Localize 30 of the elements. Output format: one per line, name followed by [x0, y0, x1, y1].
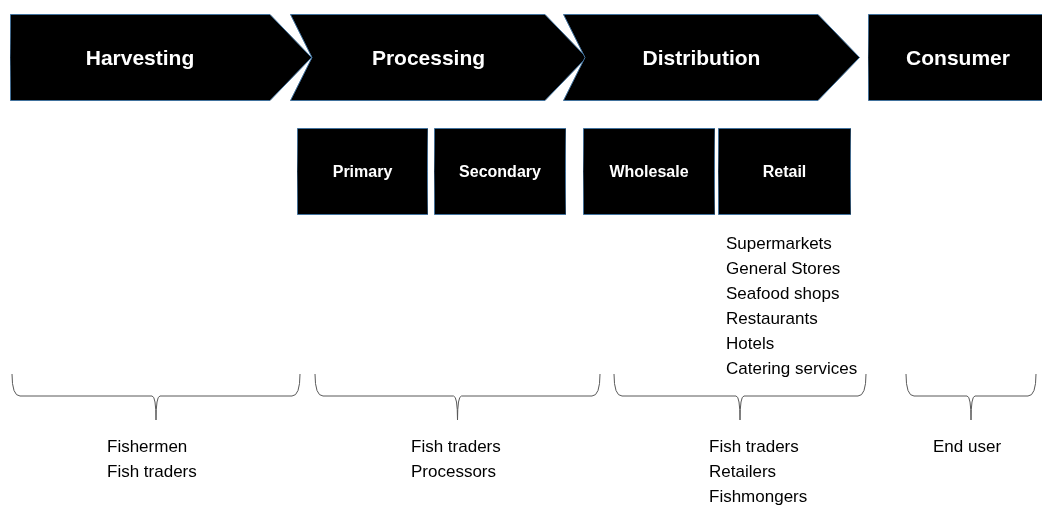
stage-title: Secondary — [459, 161, 541, 182]
list-item-text: Fish traders — [411, 436, 501, 458]
list-item-text: Supermarkets — [726, 233, 833, 255]
stage-title: Consumer — [906, 44, 1010, 71]
chevron-step — [10, 14, 312, 101]
list-item-text: Retailers — [709, 461, 778, 483]
stage-box — [297, 128, 428, 215]
stage-box — [718, 128, 851, 215]
list-item-text: Seafood shops — [726, 283, 841, 305]
stage-title: Primary — [332, 161, 393, 182]
list-item-text: Processors — [411, 461, 498, 483]
stage-box — [868, 14, 1042, 101]
chevron-step — [563, 14, 860, 101]
stage-box — [583, 128, 715, 215]
stage-box — [434, 128, 566, 215]
stage-title: Wholesale — [609, 161, 689, 182]
stage-title: Processing — [371, 44, 486, 71]
list-item-text: Fish traders — [709, 436, 800, 458]
list-item-text: Catering services — [726, 358, 858, 380]
stage-title: Retail — [762, 161, 807, 182]
list-item-text: End user — [933, 436, 1002, 458]
stage-title: Distribution — [642, 44, 761, 71]
list-item-text: Hotels — [726, 333, 776, 355]
stage-title: Harvesting — [85, 44, 195, 71]
list-item-text: Fish traders — [107, 461, 197, 483]
list-item-text: General Stores — [726, 258, 842, 280]
chevron-step — [290, 14, 587, 101]
list-item-text: Fishmongers — [709, 486, 808, 507]
list-item-text: Restaurants — [726, 308, 819, 330]
list-item-text: Fishermen — [107, 436, 189, 458]
